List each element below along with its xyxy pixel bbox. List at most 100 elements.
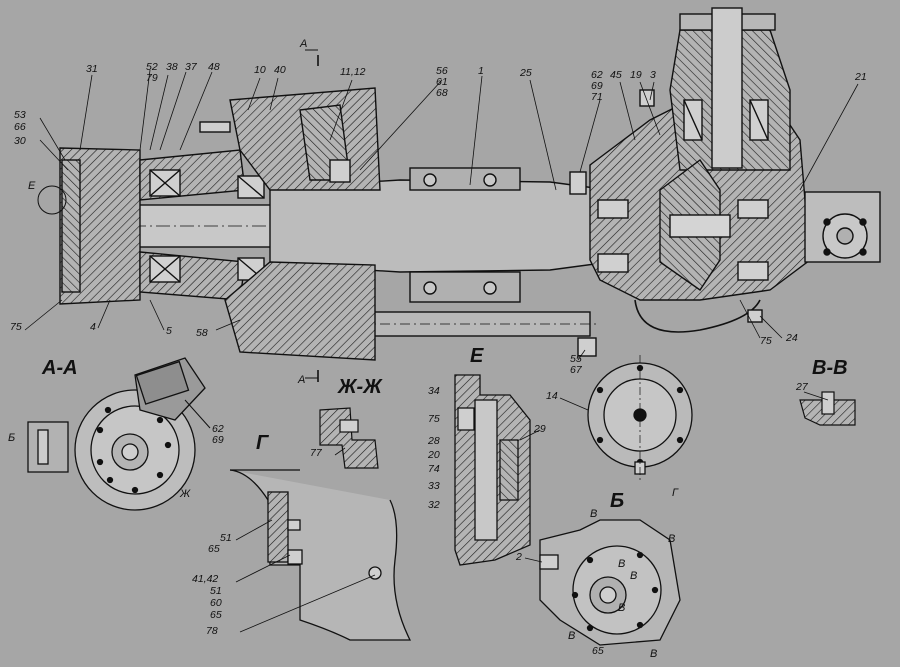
- fill-plug: [639, 89, 655, 107]
- section-title-g: Г: [256, 432, 269, 454]
- callout-75-main: 75: [10, 321, 22, 333]
- section-title-vv: В-В: [812, 357, 848, 379]
- hub-cap: [61, 159, 81, 293]
- detail-e-view: [454, 374, 531, 566]
- callout-51-lower: 51: [210, 585, 222, 597]
- callout-61: 61: [436, 76, 448, 88]
- callout-78: 78: [206, 625, 218, 637]
- main-section-view: [37, 7, 881, 382]
- callout-65-upper: 65: [208, 543, 220, 555]
- marker-b-aa: Б: [8, 432, 16, 444]
- callout-75-detail-e: 75: [428, 413, 440, 425]
- section-title-e: Е: [470, 345, 484, 367]
- marker-v4: В: [630, 570, 638, 582]
- pinion-bearing-left: [683, 99, 703, 141]
- marker-zh-aa: Ж: [180, 488, 191, 500]
- diff-bearing-right: [737, 199, 769, 281]
- callout-5: 5: [166, 325, 172, 337]
- view-b-hub: [539, 519, 681, 646]
- section-aa-view: [27, 357, 211, 511]
- knuckle-bolt: [199, 121, 231, 133]
- callout-21: 21: [855, 71, 867, 83]
- section-title-b: Б: [610, 490, 625, 512]
- callout-32: 32: [428, 499, 440, 511]
- callout-60: 60: [210, 597, 222, 609]
- callout-74: 74: [428, 463, 440, 475]
- callout-69-aa: 69: [212, 434, 224, 446]
- callout-34: 34: [428, 385, 440, 397]
- callout-37: 37: [185, 61, 197, 73]
- callout-38: 38: [166, 61, 178, 73]
- air-hose: [634, 299, 761, 333]
- drain-plug: [577, 337, 597, 357]
- callout-20: 20: [428, 449, 440, 461]
- marker-g-arrow: Г: [672, 487, 678, 499]
- knuckle-housing-lower: [224, 261, 376, 361]
- section-vv-view: [799, 391, 856, 426]
- callout-14: 14: [546, 390, 558, 402]
- marker-v7: В: [650, 648, 658, 660]
- callout-67: 67: [570, 364, 582, 376]
- callout-55: 55: [570, 353, 582, 365]
- callout-62: 62: [591, 69, 603, 81]
- marker-a-bottom: А: [298, 374, 306, 386]
- section-title-aa: А-А: [42, 357, 78, 379]
- callout-29: 29: [534, 423, 546, 435]
- knuckle-bolt-2: [329, 159, 351, 183]
- callout-48: 48: [208, 61, 220, 73]
- callout-1: 1: [478, 65, 484, 77]
- differential-cross: [669, 214, 731, 238]
- tube-bracket-lower: [409, 271, 521, 303]
- marker-v6: В: [568, 630, 576, 642]
- g-bracket: [267, 491, 289, 563]
- callout-24: 24: [786, 332, 798, 344]
- callout-10: 10: [254, 64, 266, 76]
- callout-71: 71: [591, 91, 603, 103]
- callout-19: 19: [630, 69, 642, 81]
- callout-45: 45: [610, 69, 622, 81]
- detail-g-view: [229, 469, 412, 641]
- pinion-bearing-right: [749, 99, 769, 141]
- leader-lines: [24, 69, 859, 633]
- callout-79: 79: [146, 72, 158, 84]
- callout-27: 27: [796, 381, 808, 393]
- section-zhzh-view: [319, 407, 379, 469]
- callout-52: 52: [146, 61, 158, 73]
- hub-bearing-upper-2: [237, 175, 265, 199]
- view-g-flange: [587, 355, 693, 480]
- marker-v5: В: [618, 602, 626, 614]
- diff-bearing-left: [597, 199, 629, 273]
- axle-housing-tube: [269, 179, 611, 273]
- callout-68: 68: [436, 87, 448, 99]
- callout-56: 56: [436, 65, 448, 77]
- callout-66: 66: [14, 121, 26, 133]
- marker-a-top: А: [300, 38, 308, 50]
- callout-65-lower: 65: [210, 609, 222, 621]
- section-title-zhzh: Ж-Ж: [338, 376, 382, 398]
- callout-77: 77: [310, 447, 322, 459]
- hub-bearing-lower: [149, 255, 181, 283]
- callout-30: 30: [14, 135, 26, 147]
- callout-3: 3: [650, 69, 656, 81]
- marker-v2: В: [668, 533, 676, 545]
- hose-clamp: [747, 309, 763, 323]
- pinion-shaft: [711, 7, 743, 169]
- callout-40: 40: [274, 64, 286, 76]
- callout-75-hose: 75: [760, 335, 772, 347]
- callout-41-42: 41,42: [192, 573, 219, 585]
- detail-e-marker: [37, 185, 67, 215]
- breather-plug: [569, 171, 587, 195]
- callout-4: 4: [90, 321, 96, 333]
- callout-58: 58: [196, 327, 208, 339]
- callout-2: 2: [516, 551, 522, 563]
- callout-69: 69: [591, 80, 603, 92]
- callout-62-aa: 62: [212, 423, 224, 435]
- hub-bearing-upper: [149, 169, 181, 197]
- callout-53: 53: [14, 109, 26, 121]
- callout-33: 33: [428, 480, 440, 492]
- callout-28: 28: [428, 435, 440, 447]
- marker-e-main: Е: [28, 180, 36, 192]
- callout-65-view-b: 65: [592, 645, 604, 657]
- callout-51-upper: 51: [220, 532, 232, 544]
